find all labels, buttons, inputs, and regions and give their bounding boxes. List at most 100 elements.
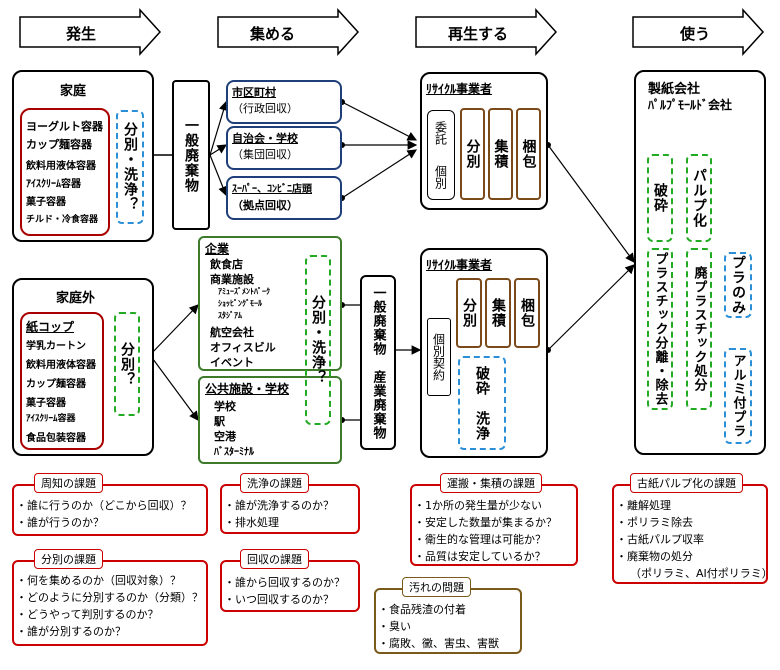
outside-items-box: [20, 312, 104, 450]
issue-pulping-title: 古紙パルプ化の課題: [630, 473, 743, 493]
step-collect: 集積: [488, 108, 513, 200]
consign-label: 委託: [433, 121, 448, 145]
business-box: [198, 236, 342, 371]
issue-item: 衛生的な管理は可能か？: [414, 531, 557, 548]
outside-item: ｱｲｽｸﾘｰﾑ容器: [26, 414, 76, 424]
issue-item: 腐敗、黴、害虫、害獣: [378, 635, 499, 652]
issue-item: 誰から回収するのか？: [224, 574, 345, 591]
issue-item: 安定した数量が集まるか？: [414, 514, 557, 531]
issue-item: 誰が洗浄するのか？: [224, 497, 334, 514]
recycler-top-title: ﾘｻｲｸﾙ事業者: [426, 82, 493, 96]
business-item: ｼｮｯﾋﾟﾝｸﾞﾓｰﾙ: [218, 299, 262, 308]
paper-crush: 破砕: [647, 154, 673, 242]
issue-washing-title: 洗浄の課題: [240, 473, 309, 493]
step-pack: 梱包: [516, 108, 541, 200]
stage-arrow-3: [415, 8, 558, 56]
collect-box-community: [226, 126, 342, 170]
issue-item: 排水処理: [224, 514, 334, 531]
public-item: 学校: [214, 400, 236, 413]
household-item: 菓子容器: [26, 197, 66, 208]
contract-label: 個別契約: [427, 318, 451, 396]
stage-label-1: 発生: [66, 25, 97, 43]
collect-sub: （集団回収）: [232, 148, 298, 161]
pulp-mold-title: ﾊﾟﾙﾌﾟﾓｰﾙﾄﾞ会社: [648, 98, 733, 112]
issue-item: 古紙パルプ収率: [616, 531, 704, 548]
business-item: ｽﾀｼﾞｱﾑ: [218, 311, 242, 320]
issue-item: ポリラミ除去: [616, 514, 704, 531]
outside-sort: 分別？: [114, 312, 140, 416]
household-item: ｱｲｽｸﾘｰﾑ容器: [26, 179, 81, 190]
public-title: 公共施設・学校: [205, 382, 290, 396]
issue-awareness-title: 周知の課題: [34, 473, 103, 493]
issue-collection-title: 回収の課題: [240, 549, 309, 569]
step-collect: 集積: [485, 278, 511, 348]
collect-box-municipal: [226, 80, 342, 124]
business-item: ｱﾐｭｰｽﾞﾒﾝﾄﾊﾟｰｸ: [218, 287, 270, 296]
public-item: 駅: [214, 415, 225, 428]
issue-sorting-title: 分別の課題: [34, 549, 103, 569]
outside-home-title: 家庭外: [56, 291, 96, 306]
plastic-separation: プラスチック分離・除去: [647, 248, 673, 410]
issue-item-note: （ポリラミ、AI付ポリラミ）: [630, 567, 773, 580]
household-item: 飲料用液体容器: [26, 161, 96, 172]
step-pack: 梱包: [514, 278, 540, 348]
outside-item: 学乳カートン: [26, 341, 86, 352]
crush-wash: 破砕 洗浄: [458, 356, 506, 450]
issue-dirt-title: 汚れの問題: [402, 577, 471, 597]
issue-transport-list: 1か所の発生量が少ない 安定した数量が集まるか？ 衛生的な管理は可能か？ 品質は…: [414, 497, 557, 565]
paper-company-title: 製紙会社: [648, 82, 701, 97]
collect-title: ｽｰﾊﾟｰ、ｺﾝﾋﾞﾆ店頭: [232, 184, 312, 195]
stage-arrow-2: [217, 8, 360, 56]
outside-item: カップ麺容器: [26, 379, 86, 390]
stage-arrow-1: [19, 8, 162, 56]
business-item: オフィスビル: [210, 341, 276, 354]
issue-item: 品質は安定しているか？: [414, 548, 557, 565]
issue-item: 誰が行うのか？: [16, 514, 192, 531]
household-title: 家庭: [60, 84, 87, 99]
outside-item: 食品包装容器: [26, 433, 86, 444]
issue-item: 1か所の発生量が少ない: [414, 497, 557, 514]
issue-awareness-list: 誰に行うのか（どこから回収）？ 誰が行うのか？: [16, 497, 192, 531]
step-sort: 分別: [460, 108, 485, 200]
business-title: 企業: [205, 242, 230, 256]
business-item: イベント: [210, 356, 254, 369]
public-item: ﾊﾞｽﾀｰﾐﾅﾙ: [214, 447, 254, 458]
paper-pulp: パルプ化: [686, 154, 712, 242]
household-item: カップ麺容器: [26, 138, 92, 151]
collect-title: 自治会・学校: [232, 132, 298, 145]
recycler-bottom-title: ﾘｻｲｸﾙ事業者: [426, 258, 493, 272]
issue-collection-list: 誰から回収するのか？ いつ回収するのか？: [224, 574, 345, 608]
step-sort: 分別: [456, 278, 482, 348]
mid-sort-wash: 分別・洗浄？: [305, 255, 331, 425]
business-item: 飲食店: [210, 258, 243, 271]
public-box: [198, 376, 342, 464]
outside-item: 紙コップ: [26, 320, 75, 334]
issue-washing-list: 誰が洗浄するのか？ 排水処理: [224, 497, 334, 531]
issue-sorting-list: 何を集めるのか（回収対象）？ どのように分別するのか（分類）？ どうやって判別す…: [16, 572, 203, 640]
issue-item: どのように分別するのか（分類）？: [16, 589, 203, 606]
household-item: ヨーグルト容器: [26, 120, 103, 133]
issue-item: 離解処理: [616, 497, 704, 514]
waste-plastic-disposal: 廃プラスチック処分: [686, 248, 712, 410]
stage-label-2: 集める: [250, 25, 296, 43]
mid-waste-box: 一般廃棄物 産業廃棄物: [360, 275, 396, 450]
plastic-only: プラのみ: [724, 252, 752, 318]
issue-pulping-list: 離解処理 ポリラミ除去 古紙パルプ収率 廃棄物の処分: [616, 497, 704, 565]
issue-item: いつ回収するのか？: [224, 591, 345, 608]
issue-item: 何を集めるのか（回収対象）？: [16, 572, 203, 589]
issue-transport-title: 運搬・集積の課題: [440, 473, 542, 493]
individual-label: 個別: [433, 165, 448, 189]
outside-item: 飲料用液体容器: [26, 360, 96, 371]
public-item: 空港: [214, 430, 236, 443]
collect-box-store: [226, 176, 342, 220]
stage-label-4: 使う: [680, 25, 711, 43]
aluminum-plastic: アルミ付プラ: [724, 348, 752, 444]
stage-label-3: 再生する: [448, 25, 509, 43]
business-item: 商業施設: [210, 273, 254, 286]
collect-title: 市区町村: [232, 86, 276, 99]
issue-item: 誰が分別するのか？: [16, 623, 203, 640]
collect-sub: （行政回収）: [232, 102, 298, 115]
issue-item: 食品残渣の付着: [378, 601, 499, 618]
household-items-box: [20, 108, 110, 236]
